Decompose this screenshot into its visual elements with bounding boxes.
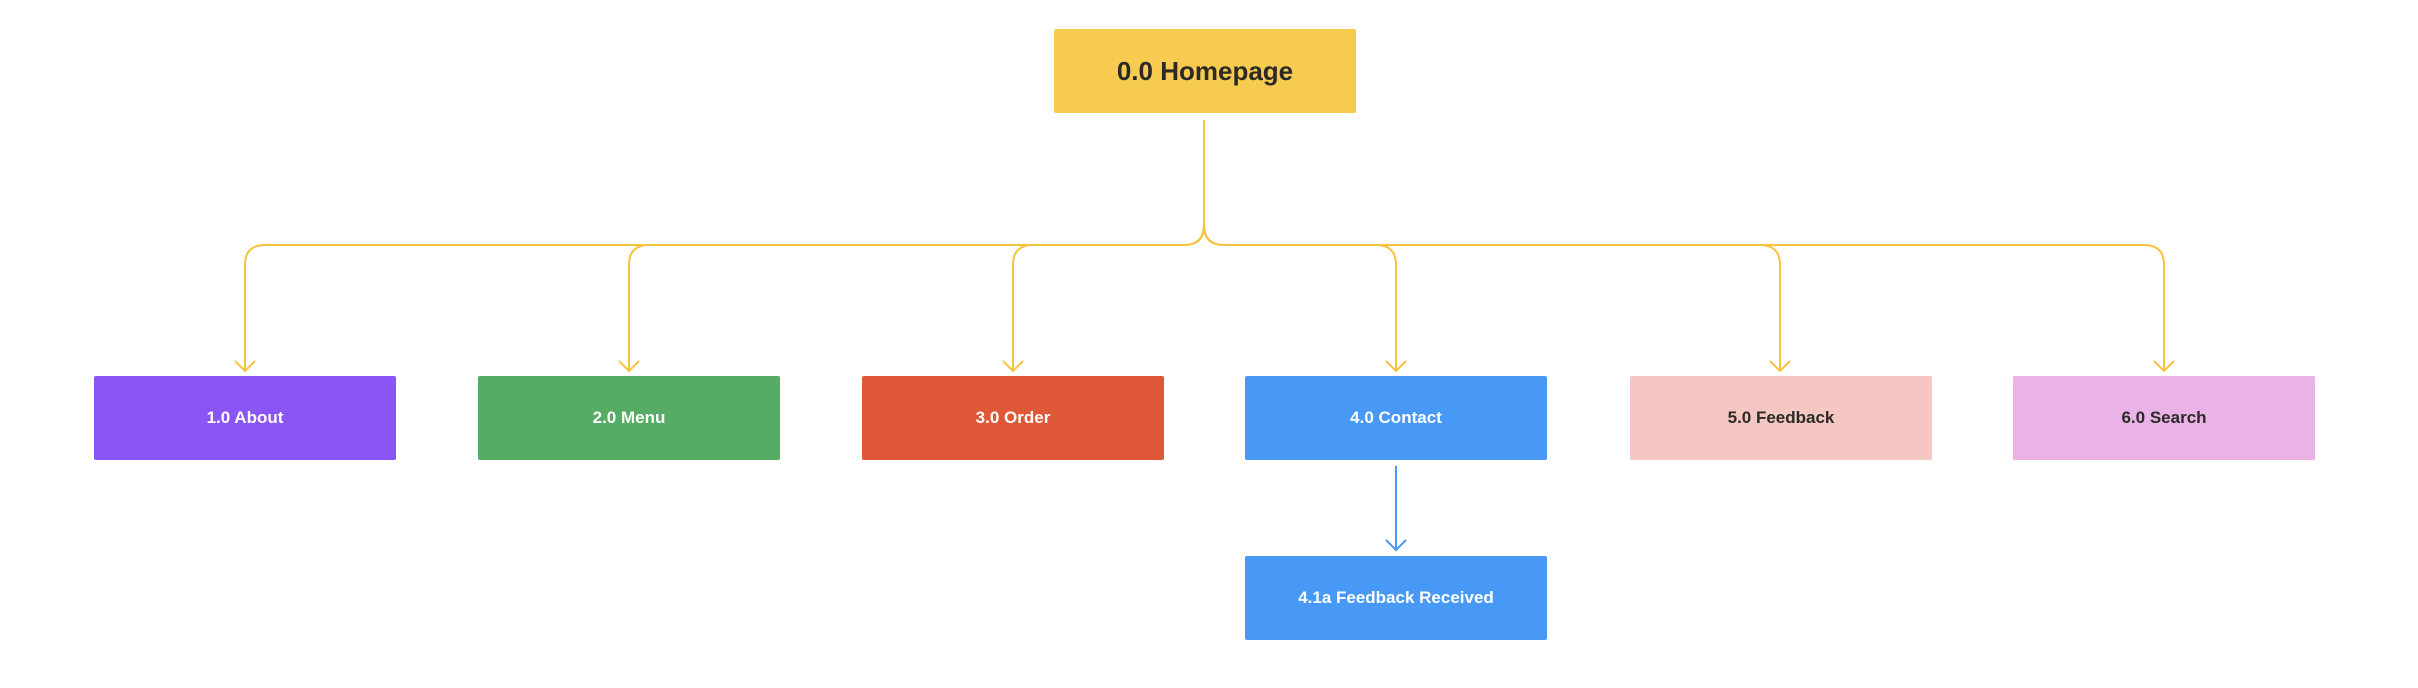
arrowhead-contact: [1385, 360, 1407, 373]
arrowhead-feedback-received: [1385, 539, 1407, 552]
node-about[interactable]: 1.0 About: [94, 376, 396, 460]
node-feedback[interactable]: 5.0 Feedback: [1630, 376, 1932, 460]
node-contact[interactable]: 4.0 Contact: [1245, 376, 1547, 460]
node-feedback-label: 5.0 Feedback: [1727, 408, 1835, 427]
node-feedback-received[interactable]: 4.1a Feedback Received: [1245, 556, 1547, 640]
node-contact-label: 4.0 Contact: [1350, 408, 1442, 427]
node-menu[interactable]: 2.0 Menu: [478, 376, 780, 460]
node-order[interactable]: 3.0 Order: [862, 376, 1164, 460]
arrowhead-search: [2153, 360, 2175, 373]
node-menu-label: 2.0 Menu: [592, 408, 666, 427]
node-order-label: 3.0 Order: [975, 408, 1051, 427]
node-about-label: 1.0 About: [206, 408, 284, 427]
node-homepage[interactable]: 0.0 Homepage: [1054, 29, 1356, 113]
arrowhead-about: [234, 360, 256, 373]
arrowhead-order: [1002, 360, 1024, 373]
connector-search: [1203, 120, 2165, 371]
connector-order: [1012, 120, 1205, 371]
node-homepage-label: 0.0 Homepage: [1116, 55, 1294, 86]
node-search[interactable]: 6.0 Search: [2013, 376, 2315, 460]
node-search-label: 6.0 Search: [2121, 408, 2207, 427]
node-feedback-received-label: 4.1a Feedback Received: [1298, 588, 1494, 607]
arrowhead-menu: [618, 360, 640, 373]
arrowhead-feedback: [1769, 360, 1791, 373]
